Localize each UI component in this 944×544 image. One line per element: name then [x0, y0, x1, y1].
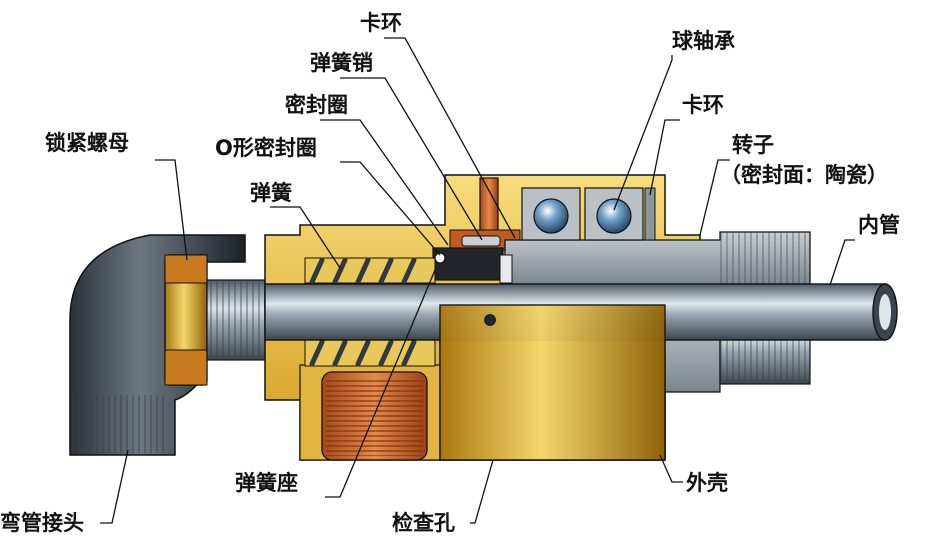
ball-bearings: [521, 187, 656, 241]
springs-upper: [304, 257, 436, 285]
label-spring-pin: 弹簧销: [310, 51, 373, 75]
label-lock-nut: 锁紧螺母: [45, 131, 129, 155]
label-clip-ring-top: 卡环: [360, 11, 402, 35]
inspection-hole-mark: [484, 314, 496, 326]
label-elbow-joint: 弯管接头: [0, 511, 84, 535]
label-spring-seat: 弹簧座: [235, 471, 298, 495]
housing-front: [439, 304, 666, 461]
threaded-connector: [206, 279, 268, 361]
label-rotor: 转子: [732, 133, 774, 157]
leader-lines: [100, 37, 855, 524]
label-housing: 外壳: [686, 471, 728, 495]
label-inner-pipe: 内管: [858, 213, 900, 237]
seal-ring-block: [432, 235, 513, 284]
springs-lower: [304, 339, 436, 367]
label-rotor-note: （密封面：陶瓷）: [720, 163, 888, 187]
label-clip-ring-right: 卡环: [682, 93, 724, 117]
lock-nut: [164, 254, 208, 386]
labels: 卡环 弹簧销 密封圈 O形密封圈 弹簧 锁紧螺母 球轴承 卡环 转子 （密封面：…: [0, 11, 900, 535]
label-ball-bearing: 球轴承: [672, 29, 735, 53]
rotor-body: [504, 231, 811, 393]
label-spring: 弹簧: [250, 181, 292, 205]
label-inspection-hole: 检查孔: [392, 511, 455, 535]
label-o-ring: O形密封圈: [215, 136, 317, 160]
label-seal-ring: 密封圈: [285, 93, 348, 117]
